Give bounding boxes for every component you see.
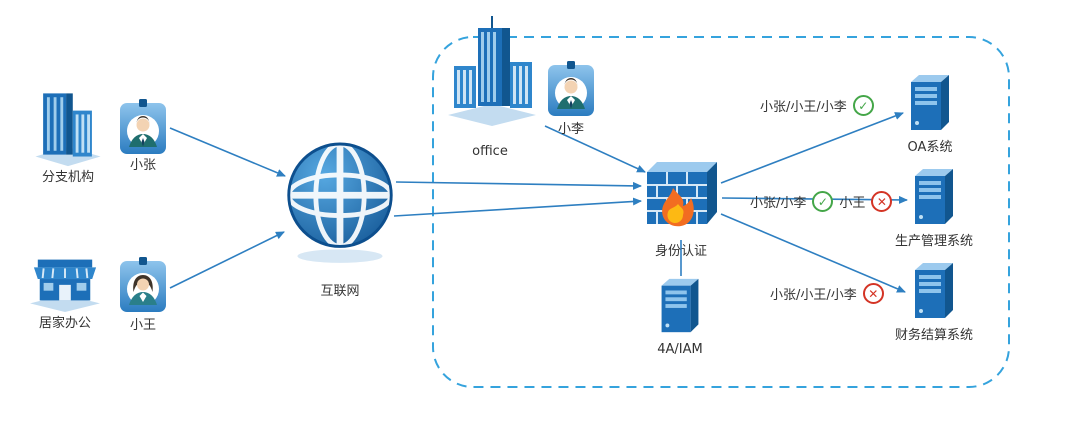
deny-badge: ✕ — [862, 283, 884, 304]
branch-office-icon — [33, 80, 103, 168]
home-office-label: 居家办公 — [38, 316, 92, 331]
access-label-production: 小张/小李 ✓ 小王 ✕ — [750, 191, 893, 212]
arrow-zhang-to-internet — [169, 127, 286, 177]
production-server-icon — [911, 164, 957, 230]
firewall-icon — [645, 154, 719, 238]
office-buildings-icon — [446, 16, 538, 128]
arrow-internet-to-auth-1 — [395, 181, 642, 190]
internet-label: 互联网 — [320, 284, 360, 299]
allow-badge: ✓ — [852, 95, 874, 116]
arrow-internet-to-auth-2 — [393, 197, 642, 217]
cross-icon: ✕ — [868, 286, 879, 301]
oa-server-icon — [907, 70, 953, 136]
arrow-auth-to-oa — [720, 112, 904, 184]
access-label-oa: 小张/小王/小李 ✓ — [760, 95, 874, 116]
home-office-icon — [28, 246, 102, 314]
iam-label: 4A/IAM — [657, 342, 703, 357]
finance-denied-users: 小张/小王/小李 — [770, 288, 857, 303]
allow-badge: ✓ — [812, 191, 834, 212]
iam-server-icon — [657, 274, 703, 338]
production-allowed-users: 小张/小李 — [750, 196, 807, 211]
identity-auth-label: 身份认证 — [654, 244, 708, 259]
arrow-li-to-auth — [544, 125, 646, 173]
protected-zone-border — [432, 36, 1010, 388]
deny-badge: ✕ — [871, 191, 893, 212]
user-wang-label: 小王 — [129, 318, 157, 333]
user-li-avatar — [547, 60, 595, 118]
finance-server-icon — [911, 258, 957, 324]
finance-system-label: 财务结算系统 — [894, 328, 974, 343]
branch-office-label: 分支机构 — [41, 170, 95, 185]
user-li-label: 小李 — [557, 122, 585, 137]
user-zhang-label: 小张 — [129, 158, 157, 173]
cross-icon: ✕ — [876, 194, 887, 209]
production-denied-users: 小王 — [839, 196, 866, 211]
check-icon: ✓ — [817, 194, 828, 209]
production-system-label: 生产管理系统 — [894, 234, 974, 249]
user-wang-avatar — [119, 256, 167, 314]
access-label-finance: 小张/小王/小李 ✕ — [770, 283, 884, 304]
office-label: office — [472, 144, 508, 159]
oa-allowed-users: 小张/小王/小李 — [760, 100, 847, 115]
arrow-wang-to-internet — [169, 231, 285, 289]
internet-globe-icon — [282, 138, 398, 266]
arrow-auth-to-finance — [720, 213, 906, 293]
user-zhang-avatar — [119, 98, 167, 156]
oa-system-label: OA系统 — [907, 140, 953, 155]
check-icon: ✓ — [858, 98, 869, 113]
